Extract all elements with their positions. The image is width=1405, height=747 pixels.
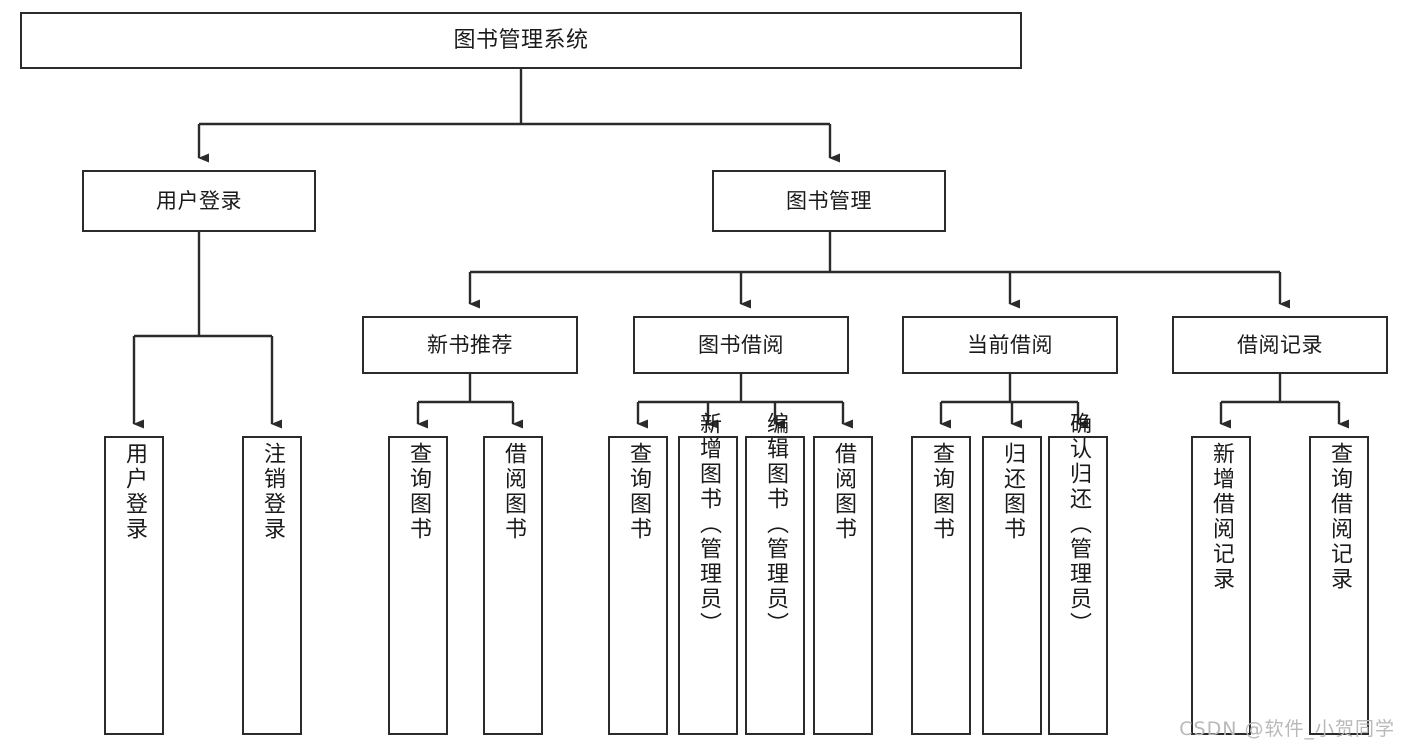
- node-leaf-logout-login-label: 注销登录: [260, 442, 285, 542]
- node-leaf-user-login-label: 用户登录: [122, 442, 147, 542]
- node-leaf-borrow-book-1-label: 借阅图书: [501, 442, 526, 542]
- node-borrow-record[interactable]: 借阅记录: [1172, 316, 1388, 374]
- node-user-login-label: 用户登录: [156, 188, 242, 213]
- node-leaf-add-borrow-record[interactable]: 新增借阅记录: [1191, 436, 1251, 735]
- node-leaf-add-borrow-record-label: 新增借阅记录: [1209, 442, 1234, 592]
- node-leaf-add-book-admin[interactable]: 新增图书（管理员）: [678, 412, 738, 735]
- node-borrow-record-label: 借阅记录: [1237, 332, 1323, 357]
- node-leaf-query-borrow-record[interactable]: 查询借阅记录: [1309, 436, 1369, 735]
- node-book-borrow[interactable]: 图书借阅: [633, 316, 849, 374]
- node-current-borrow[interactable]: 当前借阅: [902, 316, 1118, 374]
- node-current-borrow-label: 当前借阅: [967, 332, 1053, 357]
- node-leaf-logout-login[interactable]: 注销登录: [242, 436, 302, 735]
- node-leaf-user-login[interactable]: 用户登录: [104, 436, 164, 735]
- node-leaf-query-book-2[interactable]: 查询图书: [608, 436, 668, 735]
- node-leaf-query-book-2-label: 查询图书: [626, 442, 651, 542]
- node-leaf-edit-book-admin[interactable]: 编辑图书（管理员）: [745, 412, 805, 735]
- node-new-book-recommend-label: 新书推荐: [427, 332, 513, 357]
- node-book-manage-label: 图书管理: [786, 188, 872, 213]
- node-book-manage[interactable]: 图书管理: [712, 170, 946, 232]
- node-leaf-borrow-book-1[interactable]: 借阅图书: [483, 436, 543, 735]
- node-leaf-borrow-book-2-label: 借阅图书: [831, 442, 856, 542]
- node-leaf-query-borrow-record-label: 查询借阅记录: [1327, 442, 1352, 592]
- csdn-watermark: CSDN @软件_小贺同学: [1179, 718, 1395, 740]
- node-new-book-recommend[interactable]: 新书推荐: [362, 316, 578, 374]
- node-book-borrow-label: 图书借阅: [698, 332, 784, 357]
- node-leaf-query-book-3[interactable]: 查询图书: [911, 436, 971, 735]
- node-leaf-query-book-1-label: 查询图书: [406, 442, 431, 542]
- node-root[interactable]: 图书管理系统: [20, 12, 1022, 69]
- node-leaf-confirm-return-admin-label: 确认归还（管理员）: [1066, 412, 1091, 637]
- node-leaf-confirm-return-admin[interactable]: 确认归还（管理员）: [1048, 412, 1108, 735]
- node-leaf-return-book-label: 归还图书: [1000, 442, 1025, 542]
- node-leaf-return-book[interactable]: 归还图书: [982, 436, 1042, 735]
- node-leaf-add-book-admin-label: 新增图书（管理员）: [696, 412, 721, 637]
- node-leaf-query-book-3-label: 查询图书: [929, 442, 954, 542]
- node-user-login[interactable]: 用户登录: [82, 170, 316, 232]
- node-leaf-edit-book-admin-label: 编辑图书（管理员）: [763, 412, 788, 637]
- node-root-label: 图书管理系统: [453, 27, 589, 53]
- node-leaf-borrow-book-2[interactable]: 借阅图书: [813, 436, 873, 735]
- node-leaf-query-book-1[interactable]: 查询图书: [388, 436, 448, 735]
